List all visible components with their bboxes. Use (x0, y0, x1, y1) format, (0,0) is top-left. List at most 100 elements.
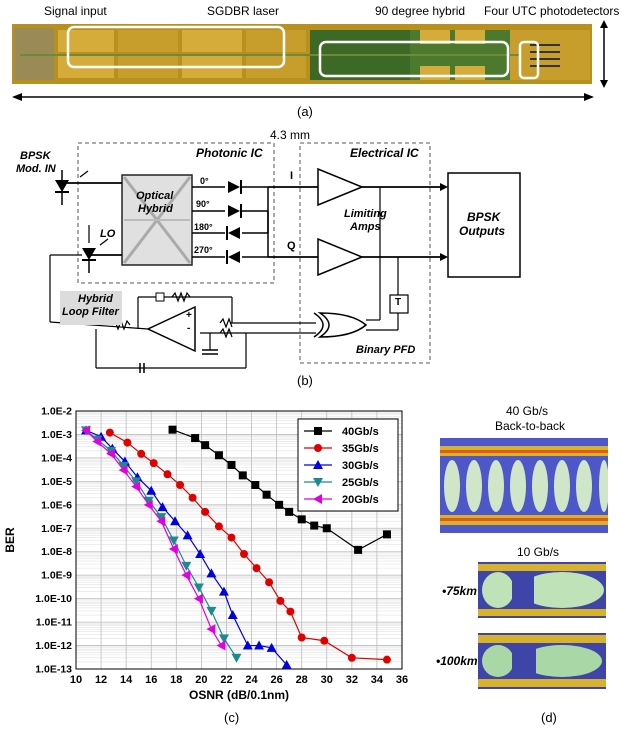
data-point-30Gb-s (170, 516, 181, 526)
legend-label: 25Gb/s (342, 477, 379, 489)
y-tick-label: 1.0E-12 (35, 640, 72, 652)
loop-filter-opamp (146, 305, 196, 353)
y-tick-label: 1.0E-6 (41, 499, 72, 511)
y-tick-label: 1.0E-7 (41, 523, 72, 535)
electrical-ic-label: Electrical IC (350, 146, 419, 160)
photodiode-90 (228, 204, 242, 218)
lo-diode (82, 248, 96, 260)
y-tick-label: 1.0E-11 (36, 617, 72, 629)
x-tick-label: 32 (346, 674, 358, 686)
limiting-label-2: Amps (350, 221, 381, 233)
bpsk-in-label-1: BPSK (20, 150, 51, 162)
x-axis-label: OSNR (dB/0.1nm) (189, 688, 289, 702)
photonic-ic-box (77, 142, 275, 284)
data-point-25Gb-s (218, 634, 229, 644)
legend-label: 30Gb/s (342, 460, 379, 472)
x-tick-label: 36 (396, 674, 408, 686)
port-180-label: 180° (194, 222, 213, 232)
data-point-35Gb-s (149, 459, 158, 468)
gold-pad (420, 30, 450, 44)
optical-hybrid-label-1: Optical (136, 190, 174, 202)
data-point-40Gb-s (354, 545, 363, 554)
data-point-20Gb-s (156, 516, 166, 527)
data-point-30Gb-s (195, 549, 206, 559)
x-tick-label: 26 (270, 674, 282, 686)
photodiode-270 (226, 250, 240, 264)
legend-label: 40Gb/s (342, 426, 379, 438)
electrical-ic-box (299, 142, 431, 364)
data-point-30Gb-s (227, 610, 238, 620)
data-point-20Gb-s (168, 544, 178, 555)
x-tick-label: 22 (220, 674, 232, 686)
y-tick-label: 1.0E-8 (41, 546, 72, 558)
data-point-35Gb-s (286, 607, 295, 616)
km100-label: •100km (436, 654, 478, 668)
loop-filter-label-2: Loop Filter (62, 306, 119, 318)
data-point-40Gb-s (310, 521, 319, 530)
legend-label: 35Gb/s (342, 443, 379, 455)
data-point-35Gb-s (137, 449, 146, 458)
caption-c: (c) (224, 710, 240, 725)
data-point-40Gb-s (227, 460, 236, 469)
y-tick-label: 1.0E-2 (41, 406, 72, 418)
caption-a: (a) (297, 104, 313, 119)
data-point-40Gb-s (275, 500, 284, 509)
loop-filter-label-bg (60, 291, 122, 325)
data-point-35Gb-s (188, 493, 197, 502)
data-point-30Gb-s (254, 640, 265, 650)
x-tick-label: 30 (321, 674, 333, 686)
delay-block (389, 294, 409, 314)
hybrid-box (318, 40, 510, 78)
eye-diagram-100km (478, 633, 606, 689)
x-tick-label: 16 (145, 674, 157, 686)
pfd-label: Binary PFD (356, 344, 416, 356)
x-tick-label: 24 (245, 674, 258, 686)
port-270-label: 270° (194, 245, 213, 255)
data-point-30Gb-s (157, 502, 168, 512)
km75-text: 75km (446, 584, 477, 598)
data-point-35Gb-s (382, 655, 391, 664)
legend-marker (314, 444, 322, 452)
data-point-20Gb-s (81, 425, 91, 436)
port-90-label: 90° (196, 199, 210, 209)
data-point-20Gb-s (143, 499, 153, 510)
data-point-20Gb-s (131, 481, 141, 492)
data-point-20Gb-s (106, 448, 116, 459)
limiting-amp-i (317, 167, 364, 207)
plot-frame (75, 410, 403, 670)
data-point-35Gb-s (276, 596, 285, 605)
data-point-30Gb-s (206, 568, 217, 578)
data-point-35Gb-s (297, 633, 306, 642)
gold-pad (420, 66, 450, 80)
ber-chart: 1.0E-21.0E-31.0E-41.0E-51.0E-61.0E-71.0E… (3, 406, 408, 703)
y-tick-label: 1.0E-13 (35, 664, 72, 676)
sgdbr-label: SGDBR laser (207, 4, 280, 18)
y-tick-label: 1.0E-4 (41, 452, 72, 464)
data-point-35Gb-s (265, 578, 274, 587)
x-tick-label: 10 (70, 674, 82, 686)
data-point-40Gb-s (285, 507, 294, 516)
data-point-40Gb-s (251, 480, 260, 489)
data-point-35Gb-s (176, 480, 185, 489)
lo-label: LO (100, 228, 116, 240)
y-axis-label: BER (3, 527, 17, 553)
data-point-40Gb-s (214, 451, 223, 460)
hybrid-label: 90 degree hybrid (375, 4, 466, 18)
data-point-35Gb-s (252, 564, 261, 573)
legend-marker (313, 460, 323, 469)
series-line-30Gb-s (85, 429, 288, 666)
x-tick-label: 14 (120, 674, 133, 686)
outputs-label-2: Outputs (459, 224, 505, 238)
sgdbr-box (66, 25, 286, 69)
gold-pad (182, 30, 242, 52)
x-tick-label: 12 (95, 674, 107, 686)
data-point-20Gb-s (193, 593, 203, 604)
photodiode-0 (228, 180, 242, 194)
data-point-40Gb-s (238, 471, 247, 480)
opamp-minus-label: - (187, 323, 191, 334)
gold-pad (118, 30, 178, 52)
xor-gate (317, 312, 368, 338)
optical-hybrid-label-2: Hybrid (138, 203, 173, 215)
data-point-25Gb-s (193, 583, 204, 593)
legend-marker (313, 478, 323, 487)
